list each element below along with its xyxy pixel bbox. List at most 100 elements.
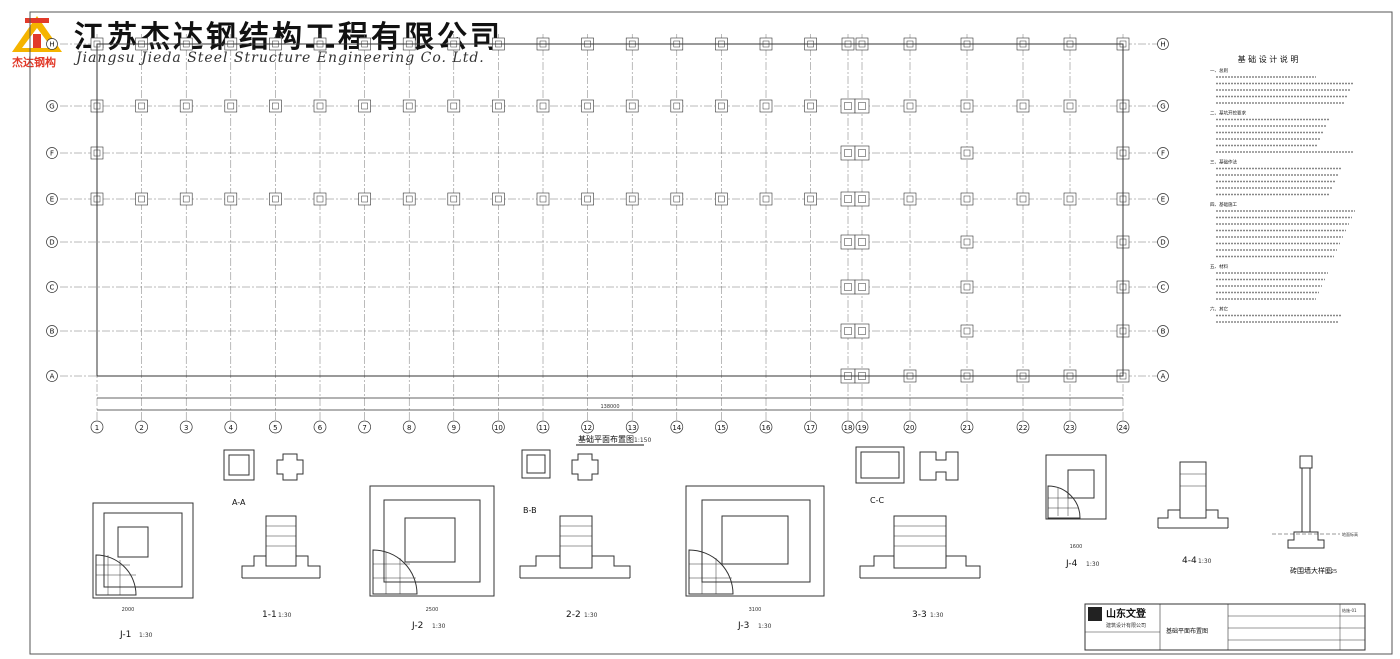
column-base [718,102,725,110]
row-bubble-B [1157,325,1169,337]
detail-cc: C-C [855,446,959,505]
row-axis-label-H: H [1160,41,1165,49]
column-base [858,283,866,291]
svg-text:1:30: 1:30 [1086,561,1100,568]
col-axis-label-18: 18 [844,424,853,432]
row-bubble-H [46,38,58,50]
detail-j1: 2000 J-1 1:30 [92,502,194,640]
col-bubble-22 [1016,420,1030,434]
column-base [316,102,324,110]
col-bubble-3 [179,420,193,434]
row-axis-label-D: D [49,239,54,247]
foundation-pad [492,192,505,206]
foundation-pad [840,145,856,161]
col-axis-label-2: 2 [139,424,143,432]
row-bubble-C [1157,281,1169,293]
foundation-pad [581,192,594,206]
svg-text:地面标高: 地面标高 [1342,531,1358,537]
col-axis-label-1: 1 [95,424,99,432]
column-base [584,102,591,110]
svg-text:J-4: J-4 [1065,559,1078,569]
foundation-pads [90,37,1130,384]
foundation-pad [840,323,856,339]
foundation-pad [715,99,728,113]
column-base [858,327,866,335]
col-bubble-20 [903,420,917,434]
sheet-number: 结施-01 [1342,607,1357,613]
column-base [138,195,145,203]
foundation-pad [224,192,238,206]
foundation-pad [1016,99,1030,113]
column-base [227,195,235,203]
column-base [762,102,770,110]
foundation-pad [759,192,773,206]
column-base [584,195,591,203]
row-bubble-E [1157,193,1169,205]
column-base [628,195,636,203]
foundation-pad [854,191,870,207]
foundation-pad [536,192,550,206]
wall-detail: 地面标高 砖围墙大样图 1:25 [1272,455,1358,575]
foundation-pad [854,145,870,161]
row-bubble-B [46,325,58,337]
notes-section-heading: 三、基础作法 [1210,159,1237,166]
column-base [272,102,279,110]
column-base [963,149,971,157]
column-base [405,102,413,110]
col-axis-label-13: 13 [628,424,637,432]
plan-scale: 1:150 [634,437,651,444]
col-axis-label-8: 8 [407,424,411,432]
col-axis-label-14: 14 [672,424,681,432]
col-axis-label-17: 17 [806,424,815,432]
svg-text:1:30: 1:30 [584,612,598,619]
column-base [963,102,971,110]
col-bubble-8 [402,420,416,434]
foundation-pad [269,99,282,113]
foundation-pad [715,192,728,206]
svg-text:J-3: J-3 [737,621,749,631]
foundation-pad [854,279,870,295]
svg-text:砖围墙大样图: 砖围墙大样图 [1290,566,1332,575]
detail-bb: B-B [521,449,599,515]
section-44: 4-4 1:30 [1157,461,1229,566]
foundation-pad [840,234,856,250]
svg-text:1:30: 1:30 [1198,558,1212,565]
column-base [963,283,971,291]
col-bubble-9 [447,420,461,434]
col-bubble-2 [135,420,148,434]
svg-text:A-A: A-A [232,498,246,507]
col-bubble-12 [581,420,594,434]
column-base [673,102,681,110]
foundation-pad [670,99,684,113]
col-axis-label-15: 15 [717,424,726,432]
column-base [844,149,852,157]
foundation-pad [1063,99,1077,113]
col-axis-label-20: 20 [906,424,915,432]
drawing-name: 基础平面布置图 [1166,627,1208,635]
column-base [844,238,852,246]
row-axis-label-B: B [1161,328,1166,336]
column-base [495,102,502,110]
svg-text:1:30: 1:30 [139,632,153,639]
col-axis-label-5: 5 [273,424,277,432]
column-base [272,195,279,203]
notes-section-heading: 四、基础施工 [1210,201,1237,208]
row-bubble-D [46,236,58,248]
svg-text:1:25: 1:25 [1326,569,1337,575]
row-axis-label-E: E [1161,196,1165,204]
foundation-pad [903,99,917,113]
column-base [844,283,852,291]
row-bubble-C [46,281,58,293]
designer-name: 山东文登 [1106,607,1147,620]
svg-text:3100: 3100 [749,607,762,613]
column-base [361,195,368,203]
column-base [858,195,866,203]
svg-text:J-1: J-1 [119,630,131,640]
col-bubble-6 [313,420,327,434]
col-bubble-13 [625,420,639,434]
foundation-pad [960,235,974,249]
column-grid-lines [96,34,1124,420]
column-base [405,195,413,203]
